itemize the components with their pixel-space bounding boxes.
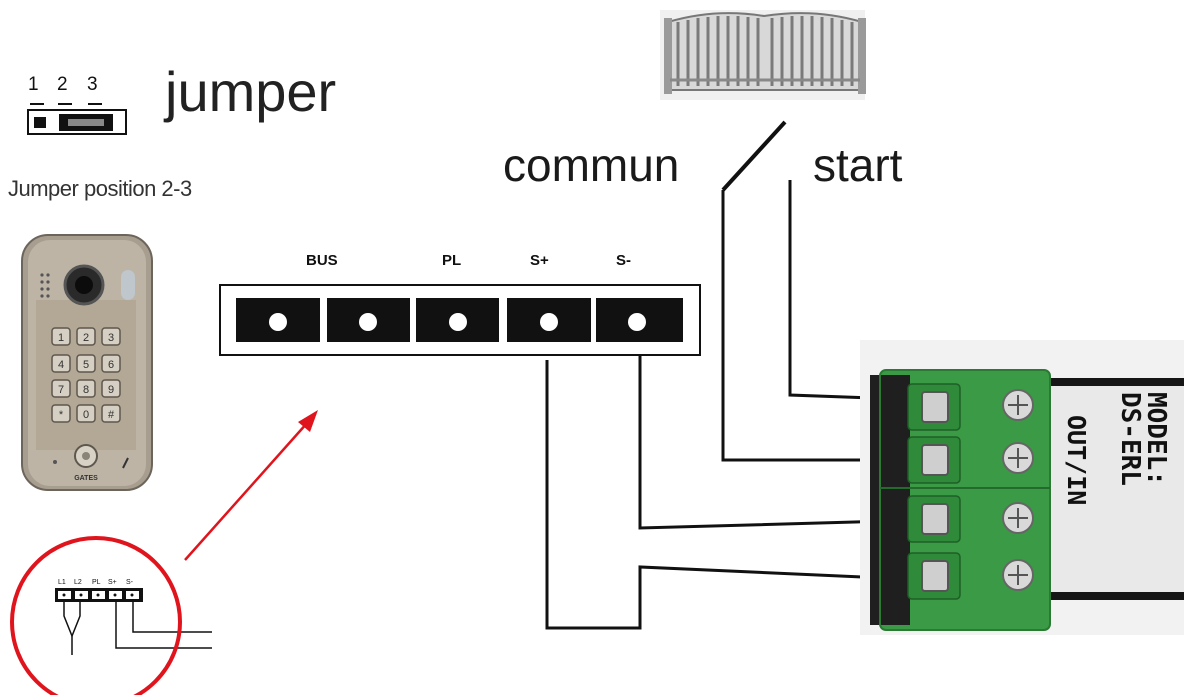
jumper-icon: 1 2 3 — [14, 74, 124, 134]
brand-logo-text: GATES — [74, 475, 98, 482]
key-8: 8 — [83, 384, 89, 396]
terminal-label-s-plus: S+ — [530, 252, 549, 269]
key-7: 7 — [58, 384, 64, 396]
key-9: 9 — [108, 384, 114, 396]
jumper-pin-1-label: 1 — [28, 74, 39, 95]
terminal-label-pl: PL — [442, 252, 462, 269]
terminal-label-s-minus: S- — [616, 252, 631, 269]
key-star: * — [59, 409, 64, 421]
jumper-pin-2-label: 2 — [57, 74, 68, 95]
mini-label-s-plus: S+ — [108, 579, 117, 586]
key-3: 3 — [108, 332, 114, 344]
module-model-label: MODEL: — [1141, 392, 1171, 486]
key-5: 5 — [83, 359, 89, 371]
red-arrow — [184, 410, 318, 561]
key-0: 0 — [83, 409, 89, 421]
key-6: 6 — [108, 359, 114, 371]
keypad-panel: 1 2 3 4 5 6 7 8 9 * 0 # GATES — [21, 234, 153, 491]
red-highlight-circle — [10, 536, 182, 695]
module-io-label: OUT/IN — [1062, 415, 1091, 505]
mini-label-pl: PL — [92, 579, 101, 586]
relay-module: MODEL: DS-ERL OUT/IN — [860, 340, 1184, 635]
mini-terminal: L1 L2 PL S+ S- — [55, 579, 212, 655]
key-hash: # — [108, 409, 115, 421]
gate-icon — [660, 10, 866, 100]
start-label: start — [813, 139, 903, 191]
key-4: 4 — [58, 359, 64, 371]
key-1: 1 — [58, 332, 64, 344]
mini-label-l1: L1 — [58, 579, 66, 586]
terminal-block — [219, 284, 701, 356]
terminal-label-bus: BUS — [306, 252, 338, 269]
jumper-pin-3-label: 3 — [87, 74, 98, 95]
mini-label-s-minus: S- — [126, 579, 134, 586]
jumper-block — [27, 103, 127, 135]
key-2: 2 — [83, 332, 89, 344]
jumper-position-text: Jumper position 2-3 — [8, 176, 192, 201]
switch-contact — [721, 120, 787, 192]
mini-label-l2: L2 — [74, 579, 82, 586]
jumper-title: jumper — [165, 60, 337, 123]
module-model-name: DS-ERL — [1115, 392, 1145, 486]
commun-label: commun — [503, 139, 680, 191]
